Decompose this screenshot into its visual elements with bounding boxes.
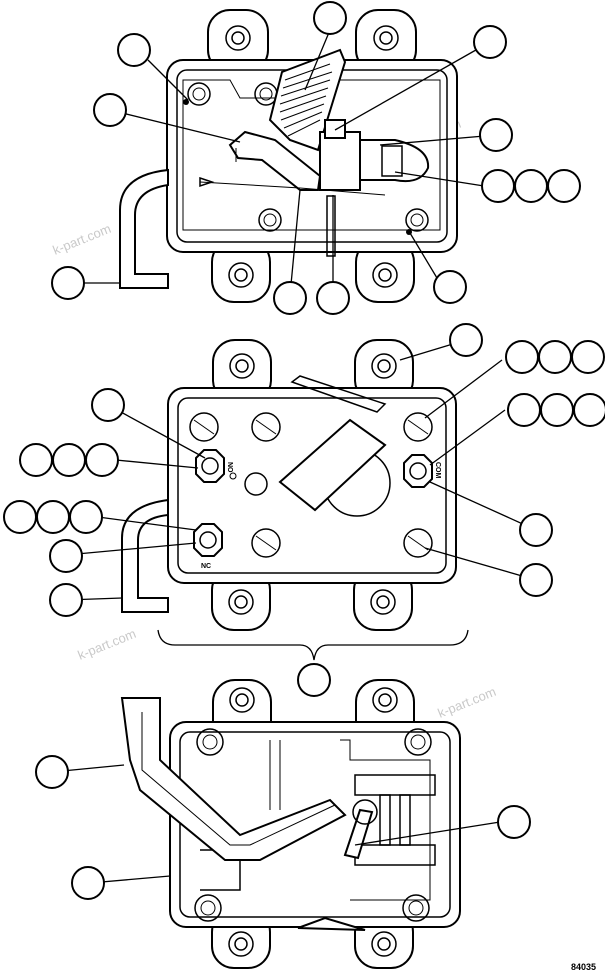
callout-11: [316, 281, 350, 315]
callout-3: [117, 33, 151, 67]
terminal-nc: NC: [193, 523, 223, 570]
callout-26: [69, 500, 103, 534]
callout-19: [540, 393, 574, 427]
callout-33: [497, 805, 531, 839]
callout-18: [507, 393, 541, 427]
callout-28: [519, 513, 553, 547]
callout-23: [85, 443, 119, 477]
callout-22: [52, 443, 86, 477]
terminal-no: NO: [195, 449, 237, 483]
callout-1: [313, 1, 347, 35]
callout-2: [473, 25, 507, 59]
callout-10: [273, 281, 307, 315]
callout-17: [91, 388, 125, 422]
spring: [268, 48, 347, 152]
middle-view: NO NC COM: [121, 339, 469, 661]
terminal-label-com: COM: [434, 462, 441, 479]
watermark-4: k-part.com: [436, 684, 499, 721]
callout-24: [3, 500, 37, 534]
watermark-1: k-part.com: [51, 221, 114, 258]
figure-part-number: 84035: [571, 962, 596, 972]
callout-5: [479, 118, 513, 152]
cover-screws: [189, 412, 433, 558]
terminal-com: COM: [403, 454, 441, 488]
callout-9: [51, 266, 85, 300]
callout-16: [571, 340, 605, 374]
callout-4: [93, 93, 127, 127]
callout-8: [547, 169, 581, 203]
bottom-view: [120, 679, 461, 969]
callout-31: [297, 663, 331, 697]
callout-21: [19, 443, 53, 477]
callout-32: [35, 755, 69, 789]
callout-13: [449, 323, 483, 357]
top-view: [119, 9, 458, 303]
terminal-label-no: NO: [226, 462, 233, 473]
callout-25: [36, 500, 70, 534]
callouts: [3, 1, 605, 900]
callout-30: [49, 583, 83, 617]
callout-14: [505, 340, 539, 374]
callout-20: [573, 393, 605, 427]
callout-34: [71, 866, 105, 900]
terminal-label-nc: NC: [201, 563, 211, 570]
watermark-3: k-part.com: [76, 626, 139, 663]
callout-29: [519, 563, 553, 597]
callout-6: [481, 169, 515, 203]
callout-7: [514, 169, 548, 203]
callout-27: [49, 539, 83, 573]
callout-15: [538, 340, 572, 374]
callout-12: [433, 270, 467, 304]
